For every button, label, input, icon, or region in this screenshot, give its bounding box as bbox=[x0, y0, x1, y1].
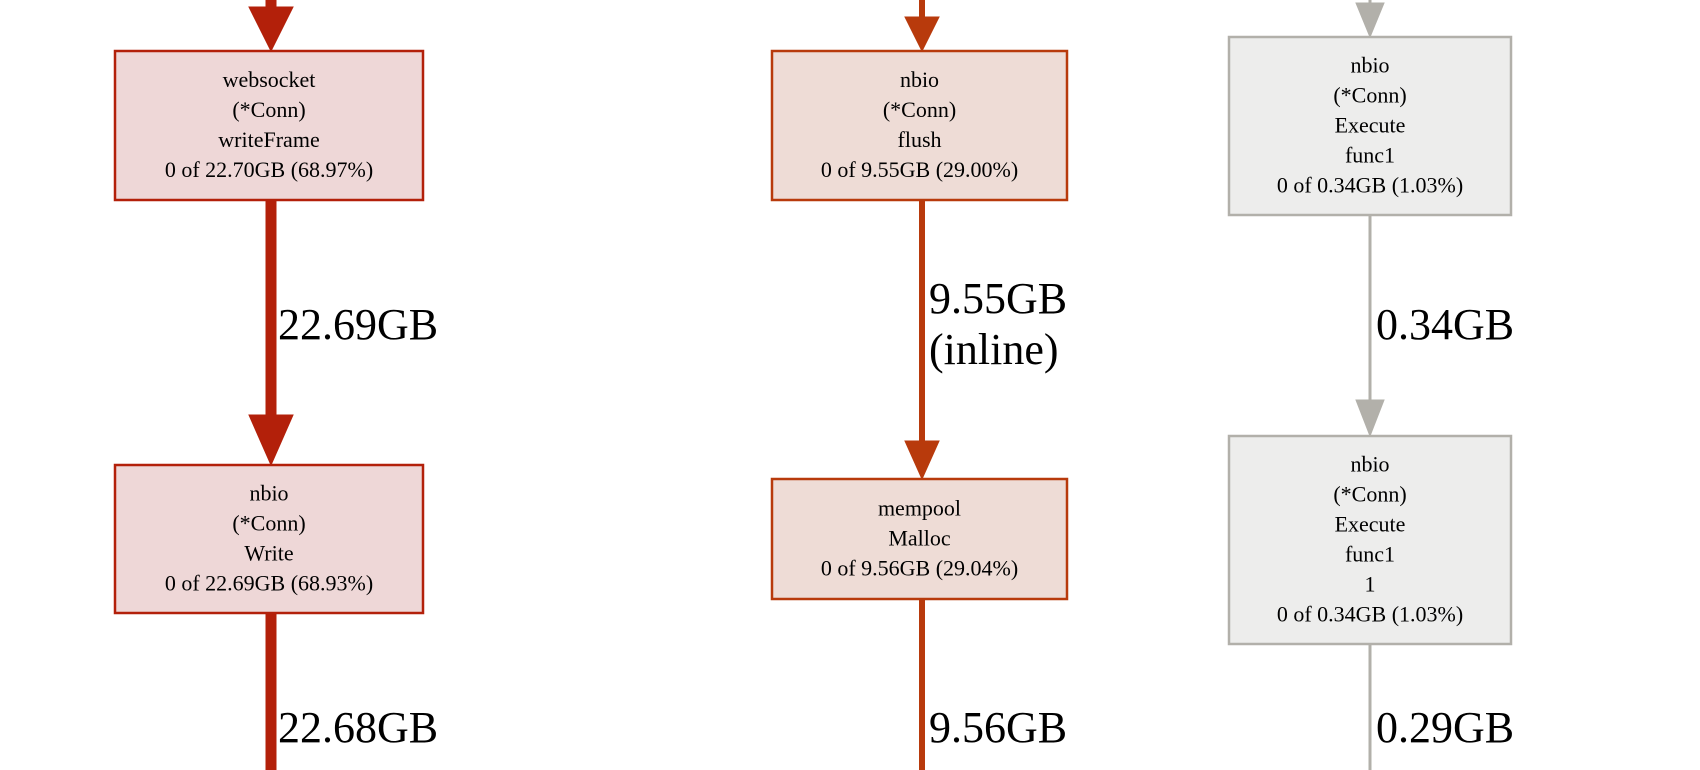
edge-e4: 9.55GB(inline) bbox=[904, 200, 1067, 481]
edge-arrowhead bbox=[248, 414, 294, 467]
node-label-line: flush bbox=[898, 127, 942, 152]
edge-arrowhead bbox=[1355, 399, 1385, 438]
edge-e1: 22.69GB bbox=[248, 200, 438, 467]
node-label-line: (*Conn) bbox=[1333, 83, 1406, 108]
node-label-line: nbio bbox=[900, 67, 939, 92]
node-label-line: Execute bbox=[1335, 512, 1406, 537]
node-box bbox=[770, 477, 1069, 601]
node-n1[interactable]: websocket (*Conn) writeFrame 0 of 22.70GB (… bbox=[113, 49, 425, 202]
node-label-line: 0 of 22.69GB (68.93%) bbox=[165, 571, 373, 596]
node-label-line: nbio bbox=[1350, 53, 1389, 78]
edge-e3 bbox=[904, 0, 940, 53]
node-label-line: websocket bbox=[223, 67, 316, 92]
edge-e5: 9.56GB bbox=[919, 599, 1067, 770]
node-n5[interactable]: nbio (*Conn) Execute func1 0 of 0.34GB (1.03… bbox=[1227, 35, 1513, 217]
node-box bbox=[1227, 434, 1513, 646]
node-label-line: mempool bbox=[878, 496, 961, 521]
node-label-line: Malloc bbox=[888, 526, 951, 551]
edge-e0 bbox=[248, 0, 294, 53]
node-n3[interactable]: nbio (*Conn) flush 0 of 9.55GB (29.00%) bbox=[770, 49, 1069, 202]
node-box bbox=[113, 49, 425, 202]
edge-e8: 0.29GB bbox=[1368, 644, 1514, 770]
node-label-line: func1 bbox=[1345, 143, 1395, 168]
node-label-line: writeFrame bbox=[218, 127, 319, 152]
edge-arrowhead bbox=[1355, 2, 1385, 39]
node-label-line: nbio bbox=[1350, 452, 1389, 477]
node-box bbox=[770, 49, 1069, 202]
edge-label: 9.55GB bbox=[929, 274, 1067, 323]
edge-e6 bbox=[1355, 0, 1385, 39]
node-box bbox=[1227, 35, 1513, 217]
node-label-line: (*Conn) bbox=[1333, 482, 1406, 507]
edge-label: (inline) bbox=[929, 325, 1059, 374]
edge-arrowhead bbox=[904, 16, 940, 53]
node-label-line: 0 of 0.34GB (1.03%) bbox=[1277, 602, 1463, 627]
node-label-line: Execute bbox=[1335, 113, 1406, 138]
edge-e7: 0.34GB bbox=[1355, 215, 1514, 438]
node-label-line: func1 bbox=[1345, 542, 1395, 567]
edge-label: 9.56GB bbox=[929, 703, 1067, 752]
node-n6[interactable]: nbio (*Conn) Execute func1 1 0 of 0.34GB (1.0… bbox=[1227, 434, 1513, 646]
node-label-line: 0 of 0.34GB (1.03%) bbox=[1277, 173, 1463, 198]
node-label-line: 0 of 9.56GB (29.04%) bbox=[821, 556, 1018, 581]
edge-label: 22.69GB bbox=[278, 300, 438, 349]
node-label-line: 0 of 22.70GB (68.97%) bbox=[165, 157, 373, 182]
node-label-line: (*Conn) bbox=[883, 97, 956, 122]
node-label-line: (*Conn) bbox=[232, 97, 305, 122]
edge-arrowhead bbox=[248, 6, 294, 53]
node-label-line: Write bbox=[244, 541, 293, 566]
node-label-line: 0 of 9.55GB (29.00%) bbox=[821, 157, 1018, 182]
edge-label: 22.68GB bbox=[278, 703, 438, 752]
node-label-line: nbio bbox=[249, 481, 288, 506]
edge-label: 0.34GB bbox=[1376, 300, 1514, 349]
edge-label: 0.29GB bbox=[1376, 703, 1514, 752]
edge-e2: 22.68GB bbox=[265, 613, 438, 770]
node-n2[interactable]: nbio (*Conn) Write 0 of 22.69GB (68.93%) bbox=[113, 463, 425, 615]
node-label-line: (*Conn) bbox=[232, 511, 305, 536]
node-box bbox=[113, 463, 425, 615]
edge-arrowhead bbox=[904, 440, 940, 481]
node-label-line: 1 bbox=[1365, 572, 1376, 597]
